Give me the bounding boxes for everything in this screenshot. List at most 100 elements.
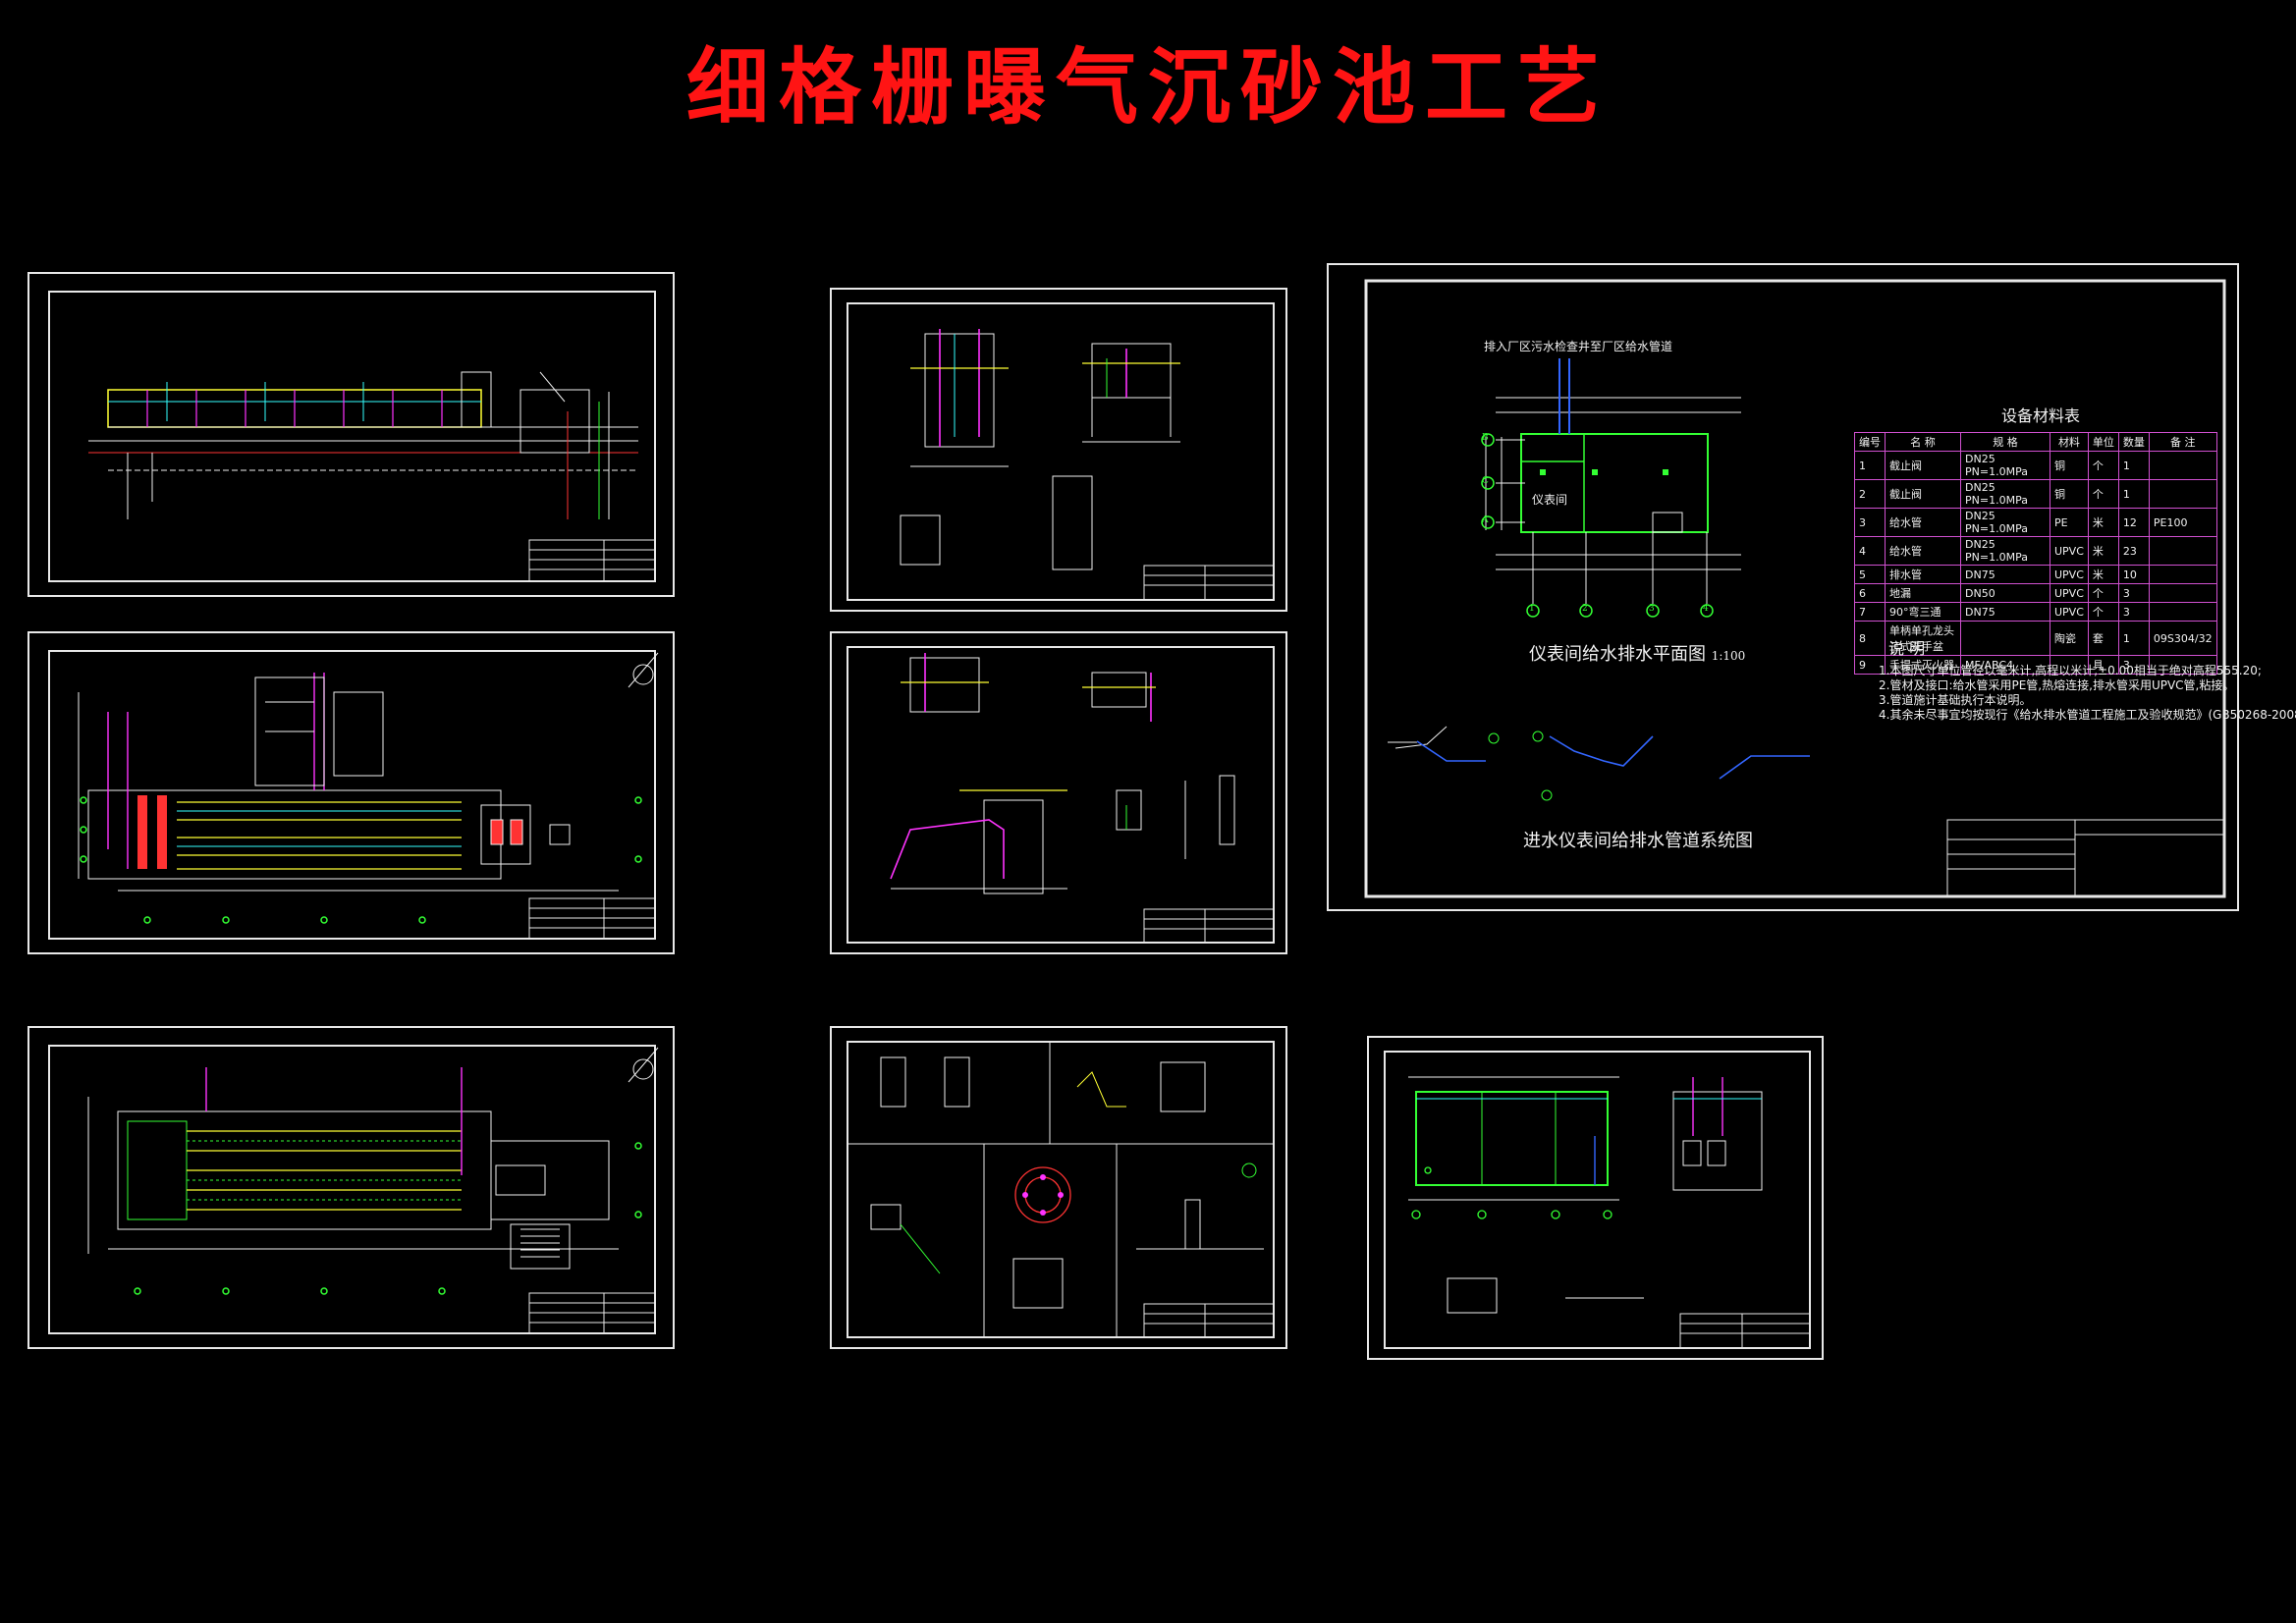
- table-cell: UPVC: [2050, 583, 2089, 603]
- header-cell: 材料: [2050, 432, 2089, 452]
- table-cell: [2148, 479, 2217, 509]
- equipment-table-title: 设备材料表: [2001, 406, 2081, 425]
- table-cell: 米: [2087, 508, 2119, 537]
- table-cell: 截止阀: [1885, 451, 1961, 480]
- table-cell: 3: [2117, 602, 2150, 622]
- note-line: 4.其余未尽事宜均按现行《给水排水管道工程施工及验收规范》(GB50268-20…: [1879, 708, 2296, 722]
- table-cell: DN50: [1960, 583, 2050, 603]
- table-cell: [2148, 536, 2217, 566]
- plan-title-text: 仪表间给水排水平面图: [1529, 644, 1706, 665]
- sheet-blower-room[interactable]: [1367, 1036, 1824, 1360]
- table-cell: 3: [1854, 508, 1886, 537]
- table-cell: [2148, 565, 2217, 584]
- header-cell: 备 注: [2148, 432, 2217, 452]
- table-cell: DN25 PN=1.0MPa: [1960, 479, 2050, 509]
- table-cell: 手提式灭火器: [1885, 655, 1961, 675]
- grid-axis-label: 2: [1582, 604, 1588, 614]
- plan-scale: 1:100: [1711, 649, 1746, 663]
- table-cell: 3: [2117, 655, 2150, 675]
- drainage-destination-label: 排入厂区污水检查井至厂区给水管道: [1484, 340, 1673, 353]
- table-cell: 4: [1854, 536, 1886, 566]
- header-cell: 编号: [1854, 432, 1886, 452]
- table-cell: 23: [2117, 536, 2150, 566]
- table-cell: 8: [1854, 621, 1886, 656]
- table-cell: PE100: [2148, 508, 2217, 537]
- header-cell: 数量: [2117, 432, 2150, 452]
- grid-axis-label: 1: [1529, 604, 1535, 614]
- table-cell: 6: [1854, 583, 1886, 603]
- sheet-instrument-room[interactable]: 排入厂区污水检查井至厂区给水管道 仪表间 仪表间给水排水平面图 1:100 进水…: [1327, 263, 2296, 911]
- table-cell: 铜: [2050, 479, 2089, 509]
- equipment-table-header: 编号 名 称 规 格 材料 单位 数量 备 注: [1854, 432, 2217, 452]
- notes-title: 说 明: [1888, 639, 1926, 658]
- sections-a-drawing: [847, 302, 1275, 601]
- table-cell: 2: [1854, 479, 1886, 509]
- table-cell: UPVC: [2050, 602, 2089, 622]
- table-cell: 排水管: [1885, 565, 1961, 584]
- blower-room-drawing: [1384, 1051, 1811, 1349]
- sheet-longitudinal-section[interactable]: [27, 272, 675, 597]
- grid-axis-label: B: [1482, 433, 1489, 443]
- notes-list: 1.本图尺寸单位管径以毫米计,高程以米计,±0.00相当于绝对高程555.20;…: [1879, 664, 2296, 723]
- table-cell: 1: [2117, 451, 2150, 480]
- table-cell: [2148, 451, 2217, 480]
- table-cell: 90°弯三通: [1885, 602, 1961, 622]
- table-cell: 09S304/32: [2148, 621, 2217, 656]
- system-diagram-title: 进水仪表间给排水管道系统图: [1523, 831, 1753, 851]
- table-cell: DN75: [1960, 602, 2050, 622]
- table-cell: 个: [2087, 602, 2119, 622]
- table-cell: 铜: [2050, 451, 2089, 480]
- table-cell: 给水管: [1885, 536, 1961, 566]
- table-cell: 套: [2087, 621, 2119, 656]
- sheet-details[interactable]: [830, 1026, 1287, 1349]
- note-line: 1.本图尺寸单位管径以毫米计,高程以米计,±0.00相当于绝对高程555.20;: [1879, 664, 2262, 677]
- grid-axis-label: 3: [1649, 604, 1655, 614]
- table-cell: 3: [2117, 583, 2150, 603]
- table-cell: UPVC: [2050, 536, 2089, 566]
- instrument-room-drawing: [1364, 279, 2226, 898]
- grid-axis-label: C: [1482, 476, 1489, 486]
- table-cell: 12: [2117, 508, 2150, 537]
- table-cell: 地漏: [1885, 583, 1961, 603]
- sheet-sections-a[interactable]: [830, 288, 1287, 612]
- table-cell: 1: [1854, 451, 1886, 480]
- header-cell: 单位: [2087, 432, 2119, 452]
- table-cell: [2148, 602, 2217, 622]
- table-cell: DN75: [1960, 565, 2050, 584]
- plan-title: 仪表间给水排水平面图 1:100: [1529, 640, 1745, 666]
- table-cell: 个: [2087, 583, 2119, 603]
- table-cell: 米: [2087, 536, 2119, 566]
- structure-plan-drawing: [48, 1045, 659, 1334]
- table-cell: 给水管: [1885, 508, 1961, 537]
- header-cell: 规 格: [1960, 432, 2050, 452]
- table-cell: [2148, 655, 2217, 675]
- note-line: 2.管材及接口:给水管采用PE管,热熔连接,排水管采用UPVC管,粘接。: [1879, 678, 2235, 692]
- table-cell: 截止阀: [1885, 479, 1961, 509]
- table-cell: 米: [2087, 565, 2119, 584]
- sheet-structure-plan[interactable]: [27, 1026, 675, 1349]
- table-cell: 1: [2117, 479, 2150, 509]
- grid-axis-label: A: [1482, 515, 1489, 525]
- table-cell: UPVC: [2050, 565, 2089, 584]
- table-cell: 单柄单孔龙头三式洗手盆: [1885, 621, 1961, 656]
- table-cell: [2148, 583, 2217, 603]
- header-cell: 名 称: [1885, 432, 1961, 452]
- table-cell: PE: [2050, 508, 2089, 537]
- section-drawing: [48, 291, 656, 582]
- table-cell: 1: [2117, 621, 2150, 656]
- table-cell: DN25 PN=1.0MPa: [1960, 536, 2050, 566]
- table-cell: 陶瓷: [2050, 621, 2089, 656]
- table-cell: 5: [1854, 565, 1886, 584]
- sheet-sections-b[interactable]: [830, 631, 1287, 954]
- sheet-pipework-plan[interactable]: [27, 631, 675, 954]
- room-name-label: 仪表间: [1532, 493, 1568, 507]
- sections-b-drawing: [847, 646, 1275, 944]
- table-cell: 10: [2117, 565, 2150, 584]
